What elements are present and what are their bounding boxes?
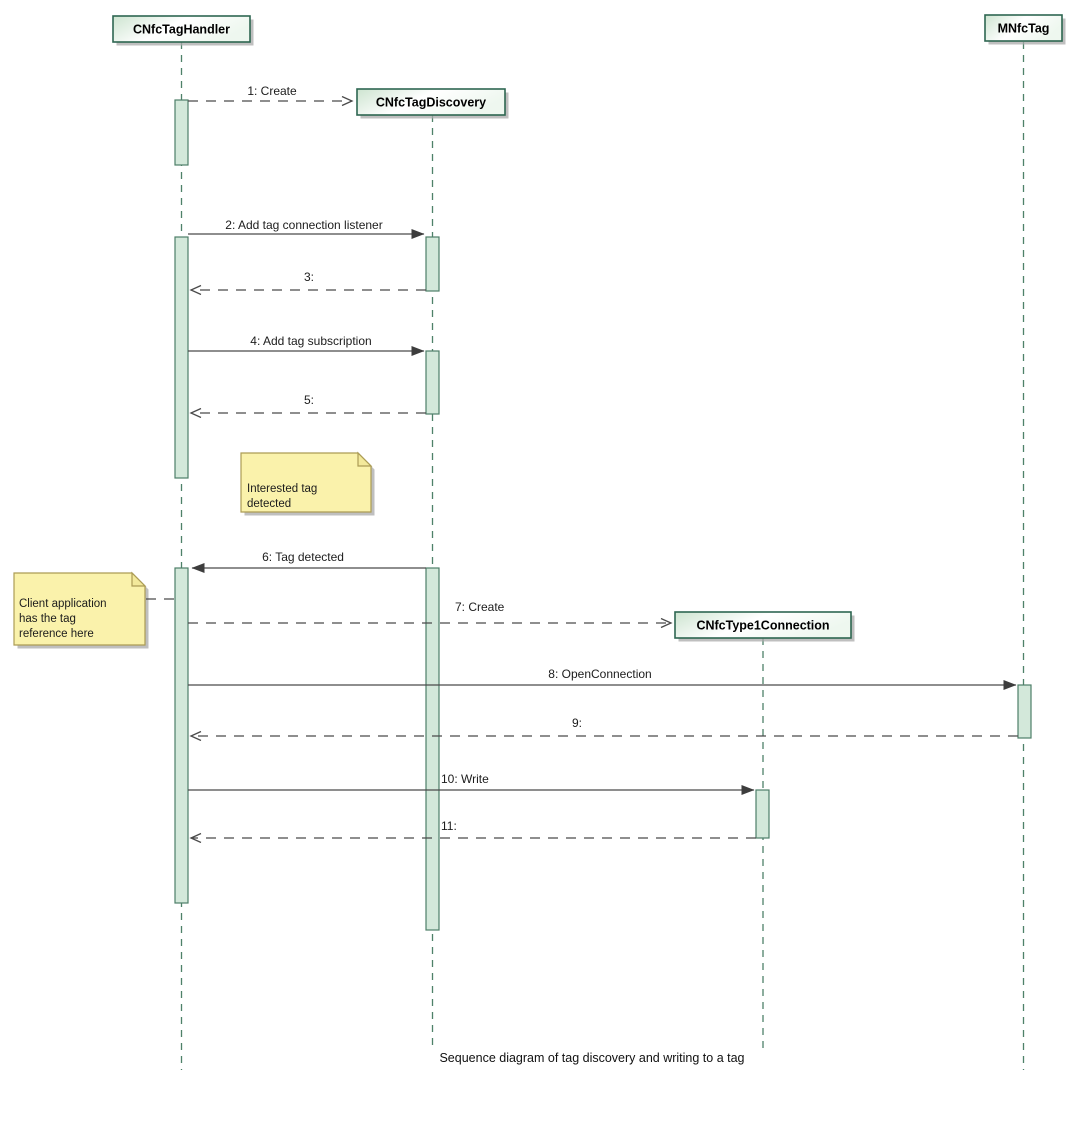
- activation-type1connection: [755, 789, 770, 839]
- activation-discovery-1: [425, 236, 440, 292]
- message-11-label: 11:: [441, 819, 457, 833]
- note-fold-corner: [131, 571, 147, 587]
- message-2-label: 2: Add tag connection listener: [225, 218, 382, 232]
- note-line: has the tag: [19, 613, 76, 625]
- participant-box: [984, 14, 1063, 42]
- participant-box: [356, 88, 506, 116]
- message-8-label: 8: OpenConnection: [548, 667, 651, 681]
- note-body: [240, 452, 372, 513]
- participant-box: [674, 611, 852, 639]
- note-interested-tag-detected: Interested tag detected: [240, 451, 375, 516]
- message-6-label: 6: Tag detected: [262, 550, 344, 564]
- activation-discovery-2: [425, 350, 440, 415]
- participant-mnfctag: MNfcTag: [984, 14, 1066, 45]
- message-9-label: 9:: [572, 716, 582, 730]
- note-fold-corner: [357, 451, 373, 467]
- message-3-label: 3:: [304, 270, 314, 284]
- activation-bars: [174, 99, 1032, 931]
- activation-handler-3: [174, 567, 189, 904]
- note-line: Client application: [19, 598, 107, 610]
- activation-handler-1: [174, 99, 189, 166]
- lifelines: [180, 42, 1025, 1070]
- activation-mnfctag: [1017, 684, 1032, 739]
- participant-label: CNfcTagDiscovery: [376, 96, 486, 110]
- participant-label: MNfcTag: [998, 22, 1050, 36]
- message-1-label: 1: Create: [247, 84, 297, 98]
- note-body: [13, 572, 146, 646]
- participant-cnfctaghandler: CNfcTagHandler: [112, 15, 254, 46]
- messages: 1: Create 2: Add tag connection listener…: [188, 84, 1018, 838]
- note-client-application: Client application has the tag reference…: [13, 571, 175, 649]
- diagram-caption: Sequence diagram of tag discovery and wr…: [439, 1051, 744, 1065]
- note-line: detected: [247, 498, 291, 510]
- message-10-label: 10: Write: [441, 772, 489, 786]
- activation-discovery-3: [425, 567, 440, 931]
- message-7-label: 7: Create: [455, 600, 505, 614]
- activation-handler-2: [174, 236, 189, 479]
- participant-cnfctype1connection: CNfcType1Connection: [674, 611, 855, 642]
- note-line: Interested tag: [247, 483, 317, 495]
- participant-cnfctagdiscovery: CNfcTagDiscovery: [356, 88, 509, 119]
- participant-label: CNfcTagHandler: [133, 23, 230, 37]
- note-line: reference here: [19, 628, 94, 640]
- participant-box: [112, 15, 251, 43]
- message-5-label: 5:: [304, 393, 314, 407]
- participant-label: CNfcType1Connection: [696, 619, 829, 633]
- message-4-label: 4: Add tag subscription: [250, 334, 371, 348]
